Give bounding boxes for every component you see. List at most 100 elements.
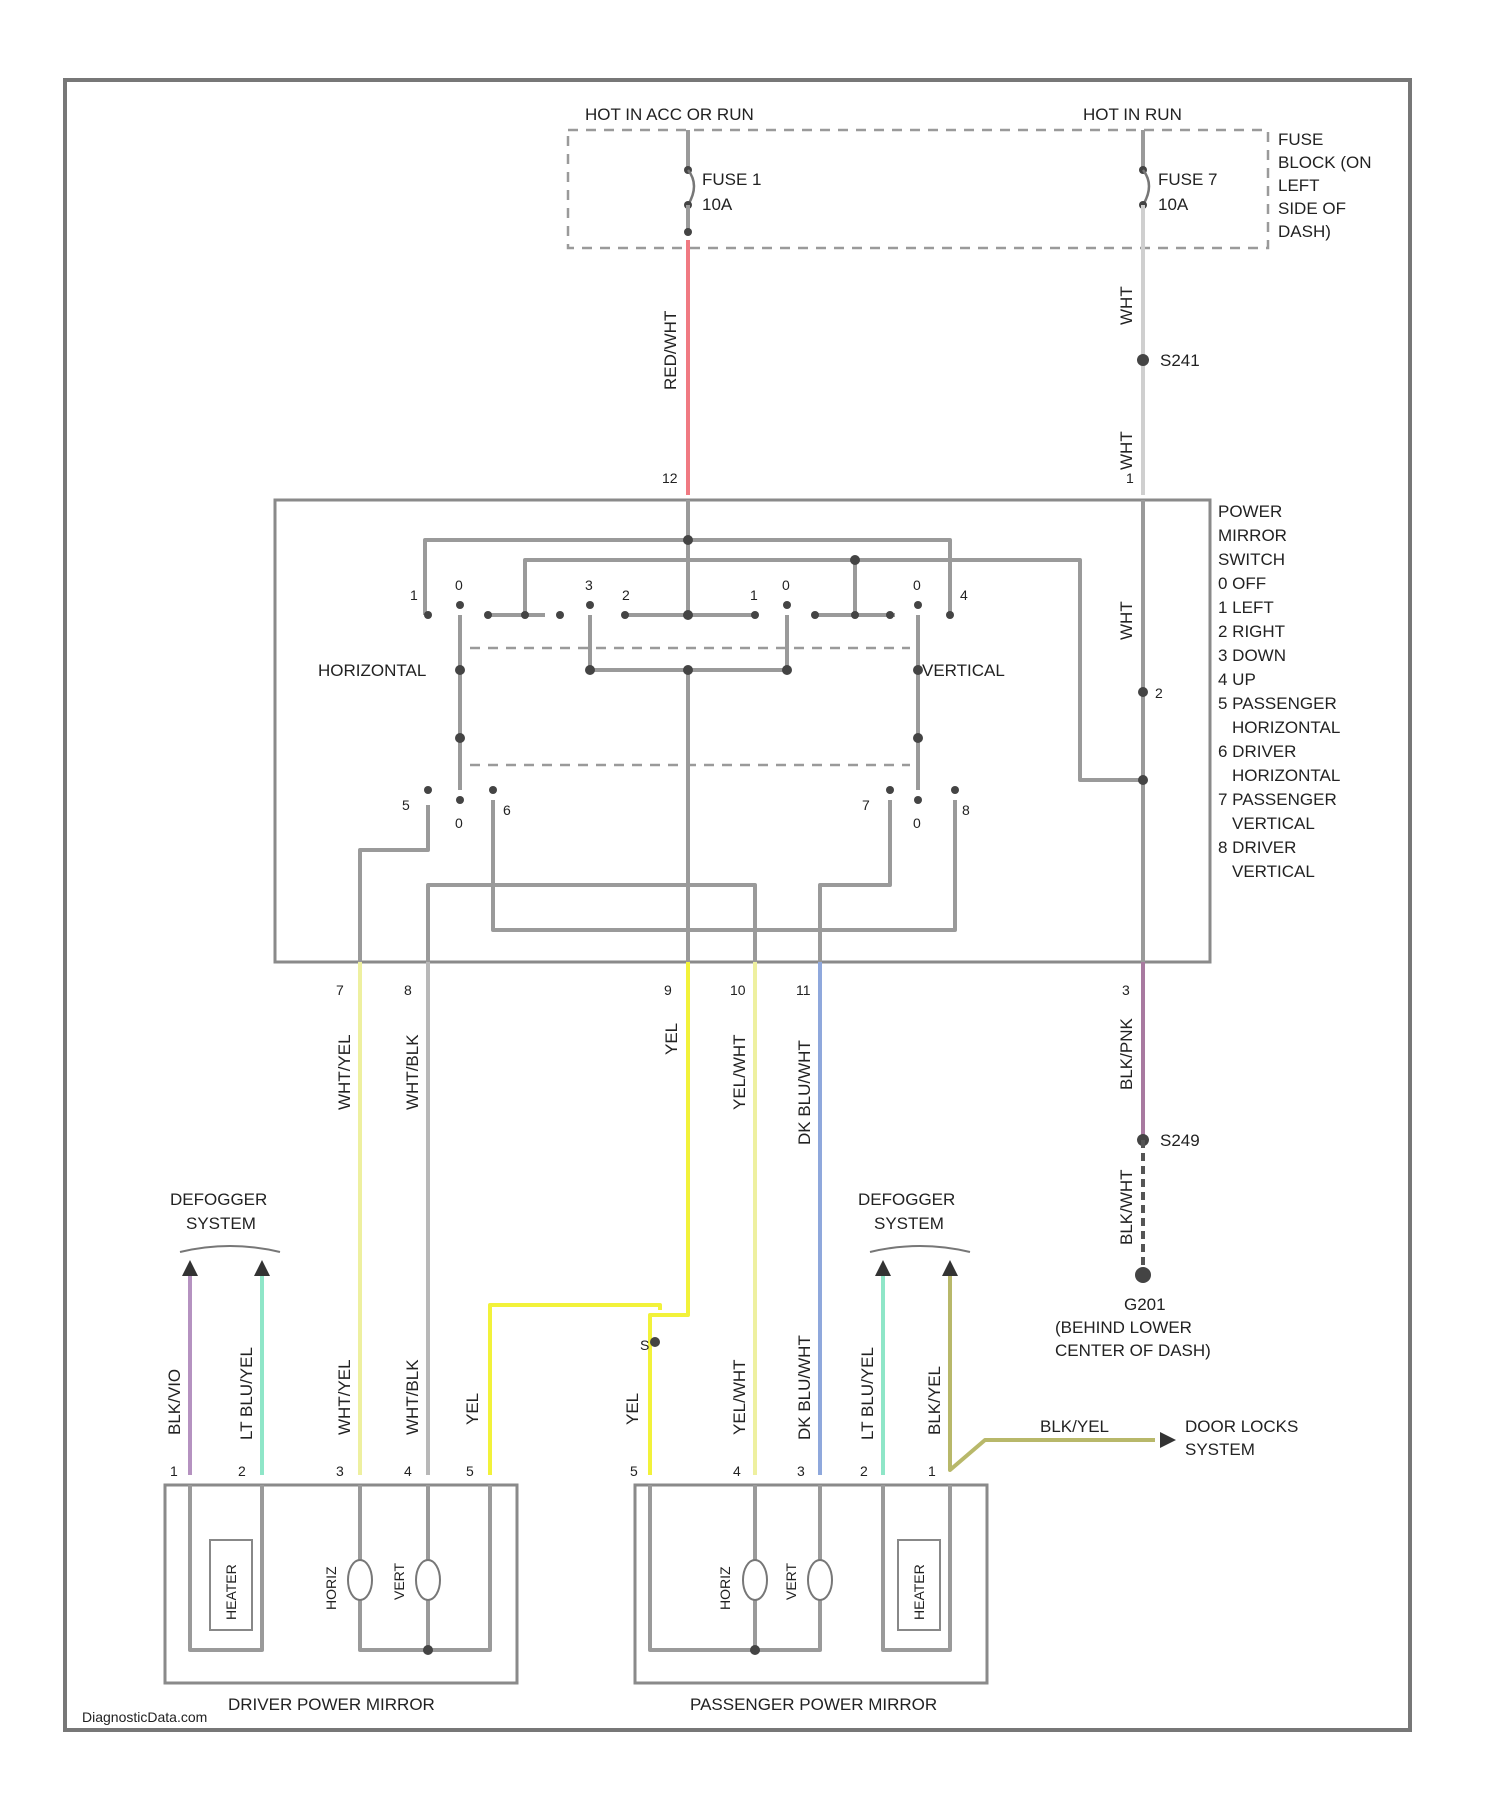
defogger-left-arrow-1 (182, 1260, 198, 1276)
wht-blk-wire-label-lower: WHT/BLK (403, 1359, 422, 1435)
fuse-block-label: FUSE BLOCK (ON LEFT SIDE OF DASH) (1278, 130, 1372, 241)
svg-text:POWER: POWER (1218, 502, 1282, 521)
svg-text:(BEHIND LOWER: (BEHIND LOWER (1055, 1318, 1192, 1337)
svg-text:SIDE OF: SIDE OF (1278, 199, 1346, 218)
passenger-vert-label: VERT (783, 1562, 799, 1600)
passenger-heater-label: HEATER (911, 1564, 927, 1620)
ground-location-label: (BEHIND LOWER CENTER OF DASH) (1055, 1318, 1211, 1360)
blk-yel-wire-label-right: BLK/YEL (1040, 1417, 1109, 1436)
driver-mirror-common-node (423, 1645, 433, 1655)
wht-yel-wire-label: WHT/YEL (335, 1034, 354, 1110)
svg-text:7: 7 (336, 982, 344, 998)
yel-wire-branch (490, 1305, 660, 1475)
svg-text:6 DRIVER: 6 DRIVER (1218, 742, 1296, 761)
yel-wire-label: YEL (662, 1023, 681, 1055)
driver-power-mirror-label: DRIVER POWER MIRROR (228, 1695, 435, 1714)
hot-in-acc-or-run-label: HOT IN ACC OR RUN (585, 105, 754, 124)
svg-text:2 RIGHT: 2 RIGHT (1218, 622, 1285, 641)
splice-s241-label: S241 (1160, 351, 1200, 370)
svg-text:2: 2 (238, 1463, 246, 1479)
defogger-right-label: DEFOGGER SYSTEM (858, 1190, 955, 1233)
svg-text:VERTICAL: VERTICAL (1232, 814, 1315, 833)
svg-text:CENTER OF DASH): CENTER OF DASH) (1055, 1341, 1211, 1360)
svg-text:0: 0 (782, 577, 790, 593)
svg-text:1: 1 (928, 1463, 936, 1479)
svg-text:3: 3 (585, 577, 593, 593)
passenger-vert-motor-icon (808, 1560, 832, 1600)
svg-text:2: 2 (860, 1463, 868, 1479)
svg-text:SYSTEM: SYSTEM (1185, 1440, 1255, 1459)
svg-text:4: 4 (733, 1463, 741, 1479)
svg-text:SYSTEM: SYSTEM (874, 1214, 944, 1233)
svg-text:5: 5 (402, 797, 410, 813)
splice-s241 (1137, 354, 1149, 366)
svg-text:9: 9 (664, 982, 672, 998)
defogger-left-label: DEFOGGER SYSTEM (170, 1190, 267, 1233)
yel-wht-wire-label: YEL/WHT (730, 1034, 749, 1110)
svg-text:5: 5 (466, 1463, 474, 1479)
hot-in-run-label: HOT IN RUN (1083, 105, 1182, 124)
svg-text:0: 0 (455, 815, 463, 831)
defogger-left-arrow-2 (254, 1260, 270, 1276)
svg-text:DEFOGGER: DEFOGGER (170, 1190, 267, 1209)
svg-text:FUSE: FUSE (1278, 130, 1323, 149)
svg-text:0: 0 (913, 815, 921, 831)
svg-text:BLOCK (ON: BLOCK (ON (1278, 153, 1372, 172)
svg-text:0: 0 (455, 577, 463, 593)
yel-splice-label: S (640, 1337, 649, 1353)
diagram-frame (65, 80, 1410, 1730)
driver-horiz-motor-icon (348, 1560, 372, 1600)
svg-text:4: 4 (404, 1463, 412, 1479)
svg-text:10A: 10A (702, 195, 733, 214)
driver-vert-label: VERT (391, 1562, 407, 1600)
wht-wire-c-label: WHT (1117, 601, 1136, 640)
svg-text:8: 8 (962, 802, 970, 818)
wht-blk-wire-label: WHT/BLK (403, 1034, 422, 1110)
switch-title: POWER MIRROR SWITCH (1218, 502, 1287, 569)
svg-text:FUSE 1: FUSE 1 (702, 170, 762, 189)
svg-text:3: 3 (797, 1463, 805, 1479)
wht-yel-wire-label-lower: WHT/YEL (335, 1359, 354, 1435)
svg-text:FUSE 7: FUSE 7 (1158, 170, 1218, 189)
switch-output-pins: 7 8 9 10 11 3 (336, 982, 1130, 998)
svg-text:11: 11 (796, 982, 811, 998)
defogger-right-arrow-2 (942, 1260, 958, 1276)
door-locks-system-label: DOOR LOCKS SYSTEM (1185, 1417, 1298, 1459)
passenger-mirror-pins: 5 4 3 2 1 (630, 1463, 936, 1479)
svg-text:4: 4 (960, 587, 968, 603)
blk-yel-wire-label: BLK/YEL (925, 1366, 944, 1435)
svg-text:1: 1 (410, 587, 418, 603)
blk-vio-wire-left-label: BLK/VIO (165, 1369, 184, 1435)
yel-wire-label-driver: YEL (463, 1393, 482, 1425)
svg-text:8 DRIVER: 8 DRIVER (1218, 838, 1296, 857)
svg-text:SYSTEM: SYSTEM (186, 1214, 256, 1233)
svg-text:6: 6 (503, 802, 511, 818)
passenger-mirror-common-node (750, 1645, 760, 1655)
dk-blu-wht-wire-label-lower: DK BLU/WHT (795, 1335, 814, 1440)
svg-text:DOOR LOCKS: DOOR LOCKS (1185, 1417, 1298, 1436)
fuse-1: FUSE 1 10A (684, 130, 762, 236)
svg-text:5 PASSENGER: 5 PASSENGER (1218, 694, 1337, 713)
driver-horiz-label: HORIZ (323, 1566, 339, 1610)
fuse-block-outline (568, 130, 1268, 248)
svg-text:1 LEFT: 1 LEFT (1218, 598, 1274, 617)
yel-wire-label-passenger: YEL (623, 1393, 642, 1425)
svg-text:1: 1 (170, 1463, 178, 1479)
ground-g201 (1135, 1267, 1151, 1283)
dk-blu-wht-wire-label: DK BLU/WHT (795, 1040, 814, 1145)
yel-wht-wire-label-lower: YEL/WHT (730, 1359, 749, 1435)
svg-text:0 OFF: 0 OFF (1218, 574, 1266, 593)
switch-pin-12-label: 12 (662, 470, 678, 486)
svg-text:3 DOWN: 3 DOWN (1218, 646, 1286, 665)
svg-text:MIRROR: MIRROR (1218, 526, 1287, 545)
svg-text:3: 3 (1122, 982, 1130, 998)
power-mirror-switch-box (275, 500, 1210, 962)
watermark: DiagnosticData.com (82, 1709, 207, 1725)
lt-blu-yel-wire-left-label: LT BLU/YEL (237, 1347, 256, 1440)
vertical-section-label: VERTICAL (922, 661, 1005, 680)
svg-text:LEFT: LEFT (1278, 176, 1320, 195)
switch-pin-2-label: 2 (1155, 685, 1163, 701)
wht-wire-a-label: WHT (1117, 286, 1136, 325)
svg-text:8: 8 (404, 982, 412, 998)
